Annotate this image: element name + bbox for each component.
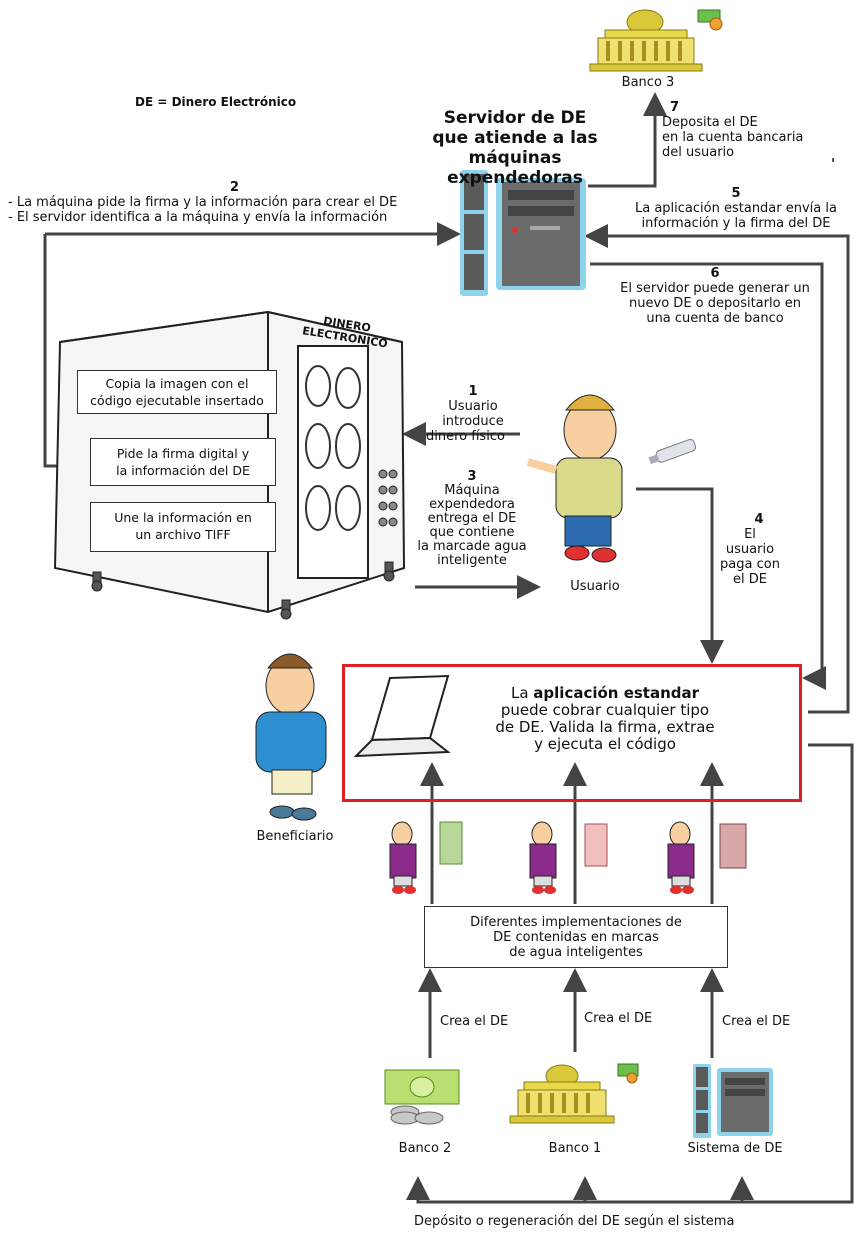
application-description: La aplicación estandar puede cobrar cual… (455, 685, 755, 753)
legend-text: DE = Dinero Electrónico (135, 95, 297, 109)
arrow-bottom-loop (406, 743, 854, 1204)
step2-line: - El servidor identifica a la máquina y … (8, 210, 388, 225)
server-title-line: que atiende a las (432, 128, 598, 148)
bank1-building-icon (509, 1063, 639, 1124)
application-line: puede cobrar cualquier tipo (500, 701, 710, 719)
application-line: de DE. Valida la firma, extrae (495, 718, 715, 736)
machine-box-line: Une la información en (114, 510, 252, 525)
create-label-3: Crea el DE (722, 1014, 791, 1029)
step5-line: información y la firma del DE (641, 216, 831, 231)
step1-number: 1 (468, 384, 478, 399)
arrow-step5 (584, 224, 850, 714)
beneficiary-label: Beneficiario (256, 829, 334, 844)
create-label-1: Crea el DE (440, 1014, 509, 1029)
de-system-label: Sistema de DE (687, 1141, 783, 1156)
step2-number: 2 (230, 180, 240, 195)
de-system-server-icon (693, 1064, 773, 1138)
step7-line: del usuario (662, 145, 735, 160)
bank3-label: Banco 3 (621, 75, 675, 90)
machine-box-line: la información del DE (116, 463, 250, 478)
server-title-line: máquinas expendedoras (447, 148, 583, 188)
user-label: Usuario (570, 579, 620, 594)
step3-number: 3 (467, 469, 477, 484)
implementations-box: Diferentes implementaciones de DE conten… (424, 906, 728, 968)
step1-line: dinero físico (426, 429, 505, 444)
step3-text: 3 Máquina expendedora entrega el DE que … (412, 470, 532, 568)
step7-line: en la cuenta bancaria (662, 130, 804, 145)
step6-text: 6 El servidor puede generar un nuevo DE … (600, 266, 830, 326)
step4-line: El usuario (725, 527, 775, 557)
beneficiary-figure-icon (255, 653, 327, 821)
step5-number: 5 (731, 186, 741, 201)
machine-box-line: Copia la imagen con el (105, 376, 249, 391)
step6-line: El servidor puede generar un (620, 281, 810, 296)
server-title-line: Servidor de DE (443, 108, 587, 128)
application-line: y ejecuta el código (534, 735, 676, 753)
user-figure-icon (526, 394, 623, 563)
step3-line: que contiene (429, 525, 515, 540)
step6-number: 6 (710, 266, 720, 281)
machine-step-box-copy: Copia la imagen con el código ejecutable… (77, 370, 277, 414)
arrow-step6 (590, 262, 826, 690)
machine-step-box-tiff: Une la información en un archivo TIFF (90, 502, 276, 552)
machine-box-line: Pide la firma digital y (116, 446, 250, 461)
create-label-2: Crea el DE (584, 1011, 653, 1026)
step6-line: una cuenta de banco (646, 311, 784, 326)
application-title: La aplicación estandar (455, 685, 755, 702)
payer-figure-1-icon (389, 821, 417, 894)
application-title-bold: aplicación estandar (533, 684, 700, 702)
step4-line: el DE (733, 572, 767, 587)
server-title: Servidor de DE que atiende a las máquina… (400, 108, 630, 188)
standard-application-box: La aplicación estandar puede cobrar cual… (342, 664, 802, 802)
step4-line: paga con (720, 557, 780, 572)
banknote-2-icon (584, 823, 608, 867)
step6-line: nuevo DE o depositarlo en (629, 296, 801, 311)
step2-text: 2 - La máquina pide la firma y la inform… (8, 180, 397, 225)
step7-text: 7 Deposita el DE en la cuenta bancaria d… (662, 100, 803, 160)
machine-box-line: un archivo TIFF (135, 527, 231, 542)
vending-server-icon (460, 170, 586, 296)
step2-line: - La máquina pide la firma y la informac… (8, 195, 398, 210)
step4-text: 4 El usuario paga con el DE (718, 512, 782, 587)
step7-line: Deposita el DE (662, 115, 758, 130)
implementations-line: Diferentes implementaciones de (470, 915, 682, 930)
step3-line: expendedora (429, 497, 515, 512)
step3-line: Máquina (444, 483, 500, 498)
payer-figure-2-icon (529, 821, 557, 894)
step3-line: la marcade agua (417, 539, 527, 554)
arrow-step4 (636, 487, 724, 664)
banknote-3-icon (719, 823, 747, 869)
bank3-building-icon (589, 9, 723, 72)
laptop-icon (353, 674, 451, 758)
machine-box-line: código ejecutable insertado (90, 393, 264, 408)
bottom-caption: Depósito o regeneración del DE según el … (414, 1214, 735, 1229)
usb-stick-icon (648, 438, 697, 465)
bank2-label: Banco 2 (398, 1141, 452, 1156)
step3-line: inteligente (437, 553, 507, 568)
bank2-money-icon (384, 1069, 460, 1125)
implementations-line: DE contenidas en marcas (493, 930, 659, 945)
banknote-1-icon (439, 821, 463, 865)
implementations-line: de agua inteligentes (509, 945, 643, 960)
step5-text: 5 La aplicación estandar envía la inform… (620, 186, 852, 231)
arrow-step7 (588, 92, 667, 188)
bank1-label: Banco 1 (548, 1141, 602, 1156)
step4-number: 4 (754, 512, 764, 527)
step5-line: La aplicación estandar envía la (635, 201, 837, 216)
application-title-prefix: La (510, 684, 534, 702)
payer-figure-3-icon (667, 821, 695, 894)
step7-number: 7 (670, 100, 680, 115)
step1-text: 1 Usuario introduce dinero físico (418, 384, 528, 444)
tick-mark (832, 158, 834, 162)
machine-step-box-sign: Pide la firma digital y la información d… (90, 438, 276, 486)
step1-line: Usuario introduce (442, 399, 504, 429)
step3-line: entrega el DE (427, 511, 517, 526)
